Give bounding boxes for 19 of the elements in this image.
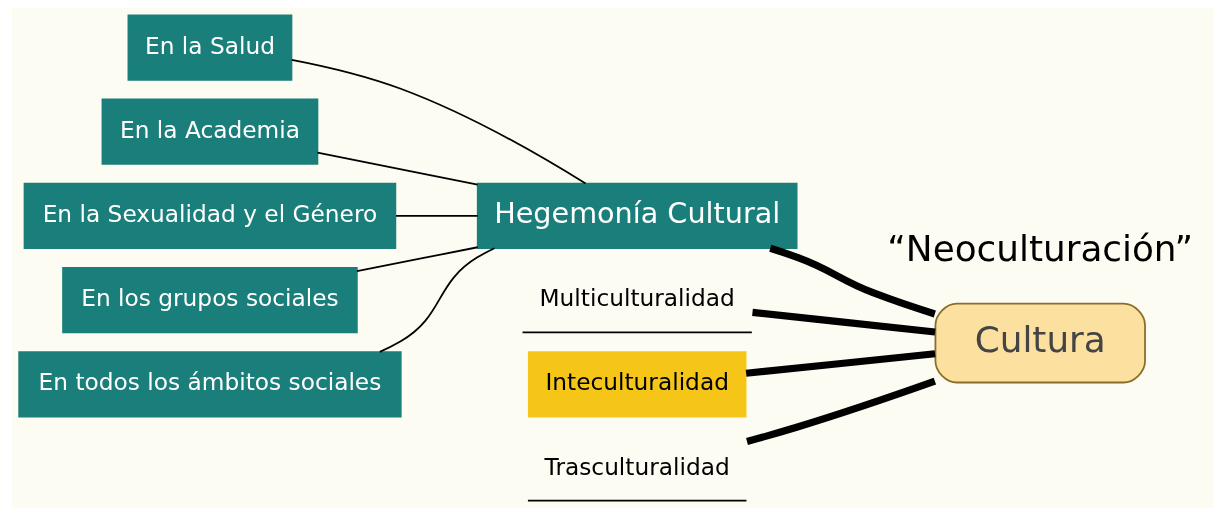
node-box: En la Sexualidad y el Género <box>23 182 397 250</box>
label: “Neoculturación” <box>887 227 1194 269</box>
connector <box>395 215 479 217</box>
node-text: Multiculturalidad <box>539 284 735 312</box>
connector <box>745 350 936 377</box>
connector <box>769 244 936 318</box>
connector <box>316 151 479 186</box>
node-box: Hegemonía Cultural <box>476 182 798 250</box>
node-box: Inteculturalidad <box>527 351 747 418</box>
connector <box>290 58 587 185</box>
node-box: Cultura <box>934 302 1146 384</box>
node-box: En todos los ámbitos sociales <box>18 351 402 418</box>
connector <box>746 377 937 445</box>
connector <box>378 247 496 353</box>
node-box: En los grupos sociales <box>62 266 358 334</box>
node-box: En la Academia <box>101 98 319 165</box>
connector <box>356 246 479 273</box>
node-text: Trasculturalidad <box>544 452 730 480</box>
node-box: En la Salud <box>127 14 293 81</box>
